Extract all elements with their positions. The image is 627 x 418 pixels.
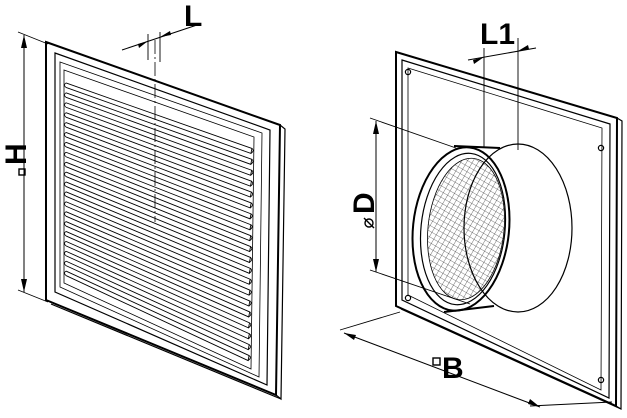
louvre-slat <box>65 191 251 274</box>
louvre-slat-end <box>64 142 253 220</box>
louvre-slat <box>65 231 251 318</box>
spigot-plate <box>395 50 623 411</box>
depth-arrow-left <box>138 41 148 48</box>
diameter-arrow-bottom <box>373 259 379 272</box>
diameter-extension-top <box>369 117 457 149</box>
louvre-slat-end <box>64 241 252 329</box>
louvre-slat-end <box>64 161 253 241</box>
louvre-slat <box>65 132 252 209</box>
louvre-slat-end <box>64 260 251 350</box>
louvre-slat <box>65 171 252 253</box>
screw-hole-bottom-right <box>597 376 605 384</box>
diameter-label: D <box>348 192 381 214</box>
louvre-slat-end <box>64 201 252 285</box>
diameter-dimension: D <box>348 117 471 305</box>
depth-dimension: L <box>121 0 202 62</box>
plate-bevel-1 <box>401 59 611 399</box>
width-dimension: B <box>339 311 613 408</box>
louvre-slat-end <box>64 92 254 165</box>
depth-label: L <box>184 0 202 33</box>
grille-frame-edge <box>275 124 286 401</box>
louvre-slat-end <box>64 250 252 340</box>
louvre-slat-end <box>64 181 253 263</box>
louvre-slat-end <box>64 270 251 361</box>
grille-frame-bottom-edge <box>50 303 282 400</box>
louvre-slat-end <box>64 211 252 296</box>
louvre-slat <box>65 102 253 176</box>
diameter-symbol-slash <box>363 217 375 229</box>
louvre-slat-end <box>64 231 252 318</box>
width-arrow-right <box>528 399 540 407</box>
plate-bevel-2 <box>407 67 603 391</box>
height-arrow-top <box>21 35 27 48</box>
louvre-slat <box>65 181 251 264</box>
width-dimension-line <box>343 332 541 408</box>
spigot-length-arrow-left <box>473 57 484 64</box>
louvre-slat <box>65 240 251 329</box>
louvre-slat-end <box>64 191 252 274</box>
louvre-slat-end <box>64 112 254 187</box>
screw-hole-top-right <box>597 144 605 152</box>
spigot-front-ring <box>411 146 511 312</box>
louvre-slat <box>65 270 250 362</box>
width-extension-right <box>529 401 613 407</box>
spigot-length-dimension-line <box>467 47 537 61</box>
louvre-slat <box>65 201 251 285</box>
depth-arrow-right <box>160 31 171 37</box>
louvre-slat <box>65 82 253 155</box>
grille-bevel-1 <box>54 52 271 386</box>
square-symbol <box>18 168 26 176</box>
louvre-slat <box>65 250 250 340</box>
louvre-slat <box>65 122 252 198</box>
square-symbol-b <box>432 357 441 366</box>
louvre-slat-end <box>64 82 254 154</box>
spigot-inner-ring <box>419 152 507 306</box>
spigot-length-dimension: L1 <box>467 18 537 150</box>
louvre-slat <box>65 161 252 242</box>
louvre-slat <box>65 141 252 220</box>
screw-hole-bottom-left <box>404 294 412 302</box>
width-extension-left <box>339 311 401 331</box>
diameter-arrow-top <box>373 121 379 134</box>
diameter-extension-bottom <box>369 269 471 305</box>
spigot-length-arrow-right <box>518 45 529 51</box>
spigot-length-label: L1 <box>480 18 515 51</box>
louvre-slat <box>65 92 253 165</box>
louvre-slat <box>65 211 251 296</box>
plate-bottom-edge <box>400 308 622 410</box>
louvre-slat-end <box>64 151 253 231</box>
louvre-slat-end <box>64 221 252 307</box>
height-dimension: H <box>0 31 49 303</box>
louvre-slat-end <box>64 122 253 198</box>
mesh-edge <box>427 157 505 301</box>
width-label: B <box>442 352 464 385</box>
louvre-slat-end <box>64 102 254 176</box>
diameter-symbol <box>364 218 374 228</box>
depth-dimension-line <box>121 23 201 51</box>
screw-hole-top-left <box>404 68 412 76</box>
louvre-slat-end <box>64 171 253 252</box>
spigot-top-side <box>453 145 501 149</box>
louvre-slats <box>64 82 254 362</box>
louvre-slat <box>65 151 252 231</box>
louvre-grille <box>45 40 286 401</box>
louvre-slat <box>65 112 252 187</box>
width-arrow-left <box>344 333 356 340</box>
height-extension-bottom <box>17 289 49 303</box>
grille-bevel-2 <box>59 61 263 378</box>
louvre-slat <box>65 221 251 307</box>
grille-bevel-3 <box>63 69 255 370</box>
height-arrow-bottom <box>21 279 27 292</box>
louvre-slat <box>65 260 250 351</box>
height-extension-top <box>17 31 49 45</box>
height-label: H <box>0 143 33 165</box>
louvre-slat-end <box>64 132 253 209</box>
